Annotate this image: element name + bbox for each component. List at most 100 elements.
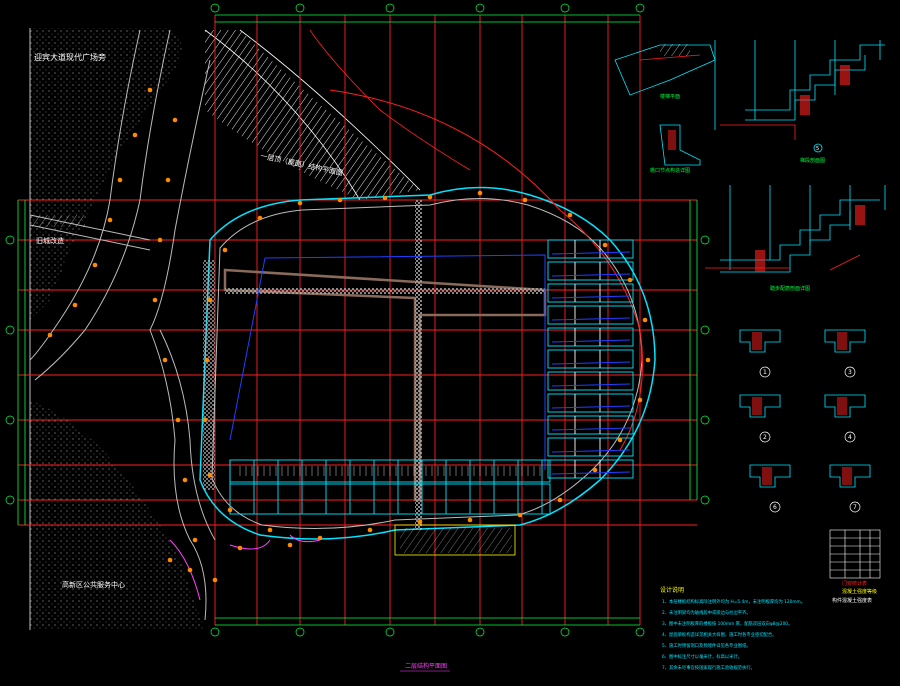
caption-section-big: 踏步配筋剖面详图 (770, 285, 810, 292)
note-line-3: 3、图中未注明板厚的楼板按 100mm 厚，配筋双层双向φ8@200。 (662, 620, 792, 627)
seating-row (547, 261, 634, 281)
node-outline (824, 329, 866, 353)
label-left-middle: 旧城改造 (36, 236, 64, 245)
axis-bubble-bottom (385, 627, 395, 637)
note-line-6: 6、图中标注尺寸以毫米计，标高以米计。 (662, 653, 742, 660)
seating-row (547, 437, 634, 457)
column-mark (162, 357, 168, 363)
table-sub: 混凝土强度等级 (842, 588, 877, 595)
column-mark (267, 527, 273, 533)
column-mark (175, 417, 181, 423)
axis-bubble-bottom (475, 627, 485, 637)
column-mark (202, 417, 208, 423)
structural-columns (47, 87, 651, 583)
column-mark (317, 535, 323, 541)
column-mark (567, 212, 573, 218)
node-label: 2 (763, 434, 767, 441)
seating-slab-edge (551, 471, 631, 475)
seating-row (547, 283, 634, 303)
column-mark (637, 397, 643, 403)
axis-bubbles (5, 3, 710, 637)
axis-bubble-left (5, 235, 15, 245)
column-mark (212, 577, 218, 583)
node-detail-3: 3 (824, 329, 866, 378)
column-mark (182, 477, 188, 483)
column-mark (227, 507, 233, 513)
seating-slab-edge (551, 383, 631, 387)
note-line-1: 1、本层楼板结构标高除注明外均为 H=5.4m，未注明板厚均为 120mm。 (662, 598, 805, 605)
column-mark (617, 437, 623, 443)
caption-stair-plan: 楼梯平面 (660, 93, 680, 100)
node-label: 1 (763, 369, 767, 376)
axis-bubble-top (385, 3, 395, 13)
drawing-title: 二层结构平面图 (405, 662, 447, 670)
axis-bubble-left (5, 325, 15, 335)
node-bubble (844, 431, 856, 443)
column-mark (165, 177, 171, 183)
inner-field (203, 200, 547, 530)
caption-small-node: 檐口节点构造详图 (650, 167, 690, 174)
table-footer: 构件混凝土强度表 (832, 597, 872, 604)
axis-bubble-left (5, 495, 15, 505)
seating-row (547, 349, 634, 369)
node-detail-7: 7 (829, 464, 871, 513)
column-mark (287, 542, 293, 548)
seating-row (547, 327, 634, 347)
schedule-table: 门窗统计表 混凝土强度等级 构件混凝土强度表 (829, 529, 881, 604)
column-mark (337, 197, 343, 203)
node-label: 4 (848, 434, 852, 441)
detail-small-node: 檐口节点构造详图 (650, 124, 701, 174)
node-bubble (849, 501, 861, 513)
seating-slab-edge (551, 449, 631, 453)
column-mark (645, 357, 651, 363)
seating-slab-edge (551, 405, 631, 409)
axis-bubble-top (635, 3, 645, 13)
node-label: 3 (848, 369, 852, 376)
axis-bubble-bottom (560, 627, 570, 637)
node-rebar (837, 397, 847, 415)
seating-row (547, 415, 634, 435)
node-details: 1 3 2 4 6 7 (739, 329, 871, 513)
node-bubble (759, 431, 771, 443)
column-mark (187, 567, 193, 573)
column-mark (204, 357, 210, 363)
axis-bubble-right (700, 495, 710, 505)
note-line-2: 2、未注明梁均为轴线居中或梁边与柱边平齐。 (662, 609, 751, 616)
column-mark (417, 519, 423, 525)
design-notes: 设计说明 1、本层楼板结构标高除注明外均为 H=5.4m，未注明板厚均为 120… (660, 586, 805, 671)
seating-slab-edge (551, 251, 631, 255)
seating-slab-edge (551, 339, 631, 343)
bottom-stair-hatch (394, 524, 516, 556)
seating-slab-edge (551, 317, 631, 321)
seating-slab-edge (551, 427, 631, 431)
label-bottom-left: 高新区公共服务中心 (62, 580, 125, 589)
label-top-left: 迎宾大道现代广场旁 (34, 52, 106, 62)
seating-slab-edge (551, 295, 631, 299)
node-bubble (844, 366, 856, 378)
column-mark (107, 217, 113, 223)
column-mark (427, 194, 433, 200)
detail-section-5: 5 梯段剖面图 (714, 40, 885, 164)
column-mark (367, 527, 373, 533)
node-detail-1: 1 (739, 329, 781, 378)
column-mark (237, 545, 243, 551)
node-detail-6: 6 (749, 464, 791, 513)
column-mark (222, 247, 228, 253)
column-mark (47, 332, 53, 338)
seating-row (547, 393, 634, 413)
detail-section-big: 踏步配筋剖面详图 (705, 185, 886, 292)
node-label: 7 (853, 504, 857, 511)
node-label: 6 (773, 504, 777, 511)
column-mark (147, 87, 153, 93)
bottom-seating-block (229, 459, 551, 515)
seating-row (547, 305, 634, 325)
column-mark (477, 190, 483, 196)
caption-section-5: 5 (816, 146, 819, 152)
table-title: 门窗统计表 (842, 580, 867, 587)
column-mark (207, 472, 213, 478)
column-mark (152, 297, 158, 303)
node-rebar (762, 467, 772, 485)
node-rebar (752, 397, 762, 415)
node-detail-2: 2 (739, 394, 781, 443)
seating-row (547, 459, 634, 479)
